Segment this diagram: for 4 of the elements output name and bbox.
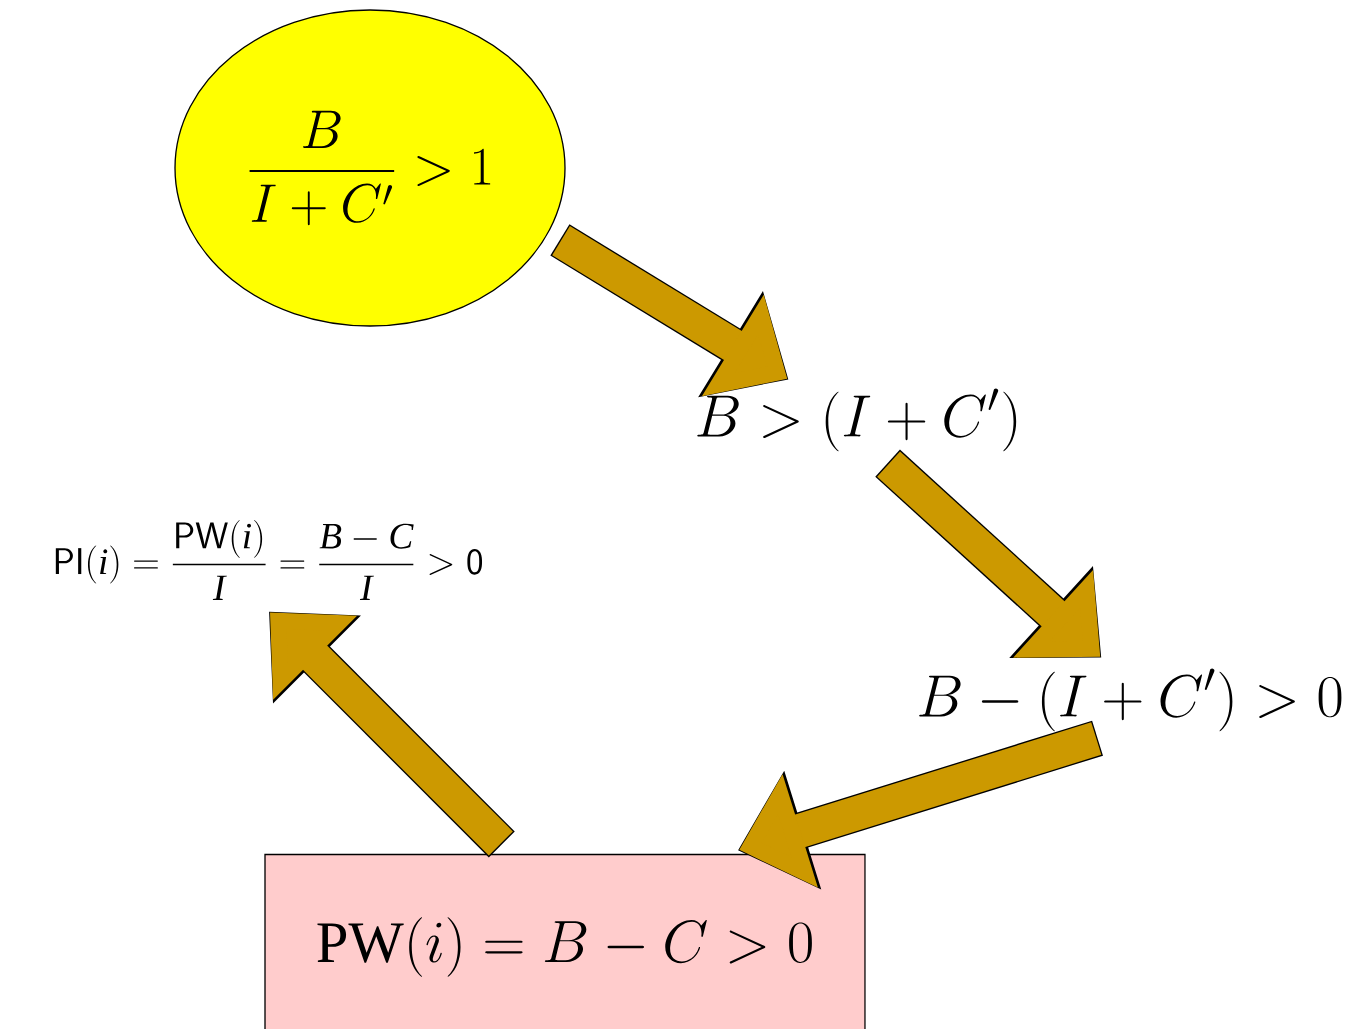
formula-box: $\mathrm{PW}(i) = B - C > 0$ (264, 853, 866, 1029)
formula-text: $B - (I + C') > 0$ (919, 668, 1342, 732)
formula-text: $\mathsf{PI}(\mathsf{\mathit{i}}) = \frac{\mathsf{PW}(\mathsf{\mathit{i}})}{\mathsf{\mathit{I}}} = \frac{\mathsf{\mathit{B}} - \mathsf{\mathit{C}}}{\mathsf{\mathit{I}}} > \mathsf{0}$ (55, 519, 483, 601)
formula-text: $B > (I + C')$ (697, 388, 1017, 452)
